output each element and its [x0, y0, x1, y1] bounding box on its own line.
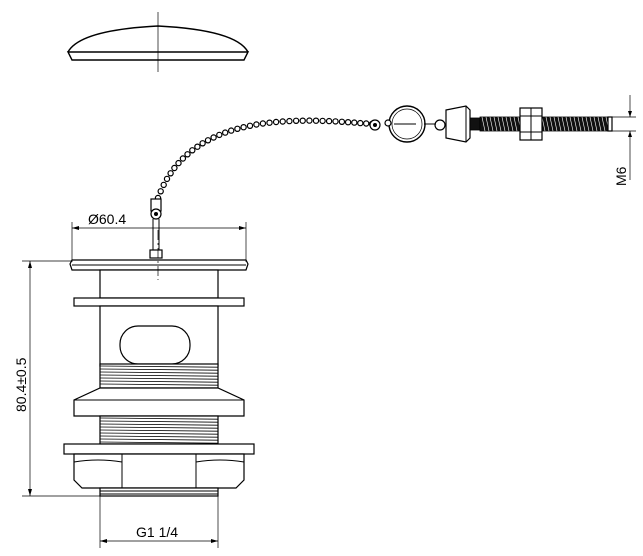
- chain-bead: [210, 134, 217, 141]
- plug-cap: [66, 12, 250, 72]
- chain-bead: [184, 151, 191, 158]
- chain-ring: [369, 105, 426, 143]
- chain-bead: [306, 117, 313, 124]
- lower-thread: [99, 417, 219, 444]
- chain-bead: [221, 129, 229, 136]
- thread-dimension: G1 1/4: [99, 496, 219, 548]
- chain-bead: [344, 118, 352, 126]
- top-diameter-label: Ø60.4: [88, 211, 126, 227]
- chain-bead: [204, 137, 212, 144]
- chain-bead: [246, 122, 254, 130]
- chain-bead: [163, 175, 171, 183]
- chain-bead: [189, 147, 196, 154]
- chain-bead: [332, 118, 339, 125]
- chain-bead: [319, 117, 326, 125]
- chain-connector: [149, 198, 163, 259]
- upper-thread: [99, 365, 219, 386]
- chain-bead: [253, 121, 260, 128]
- chain-bead: [240, 123, 247, 131]
- chain-bead: [157, 188, 164, 195]
- chain-bead: [259, 120, 267, 127]
- ball-chain: [154, 117, 376, 202]
- chain-bead: [227, 127, 235, 134]
- chain-bead: [266, 119, 273, 126]
- thread-label: G1 1/4: [136, 524, 178, 540]
- chain-bead: [175, 159, 182, 167]
- chain-bead: [351, 119, 358, 126]
- chain-bead: [299, 117, 306, 124]
- chain-bead: [171, 164, 178, 172]
- chain-bead: [272, 118, 280, 126]
- chain-bead: [160, 181, 167, 189]
- waste-body: [63, 230, 255, 497]
- top-diameter-dimension: Ø60.4: [71, 211, 247, 262]
- chain-bead: [279, 118, 286, 125]
- chain-bead: [338, 118, 346, 126]
- bolt-dimension: M6: [612, 95, 636, 186]
- chain-bead: [286, 117, 293, 125]
- bolt-assembly: [424, 105, 613, 143]
- height-dimension: 80.4±0.5: [13, 260, 100, 497]
- chain-bead: [325, 117, 333, 125]
- height-label: 80.4±0.5: [13, 357, 29, 412]
- chain-bead: [292, 117, 300, 125]
- chain-bead: [357, 119, 364, 127]
- chain-bead: [199, 140, 206, 147]
- chain-bead: [312, 117, 320, 124]
- chain-bead: [194, 143, 201, 150]
- chain-bead: [167, 170, 174, 177]
- chain-bead: [216, 131, 223, 139]
- chain-bead: [234, 125, 241, 133]
- bolt-thread-label: M6: [613, 166, 629, 186]
- chain-bead: [363, 120, 370, 127]
- chain-bead: [179, 155, 187, 162]
